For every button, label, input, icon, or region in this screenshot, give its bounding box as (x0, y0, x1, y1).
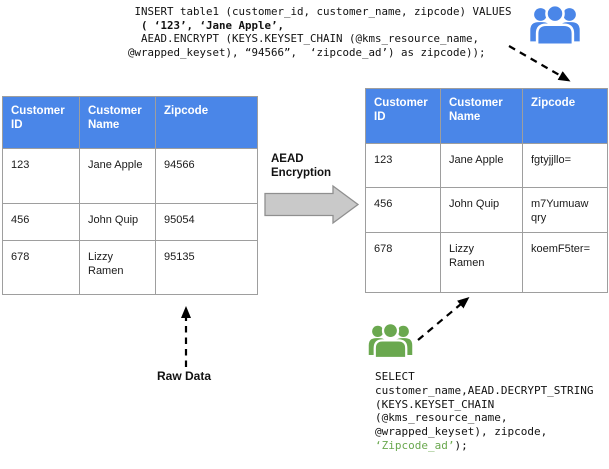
table-header-row: Customer ID Customer Name Zipcode (2, 96, 258, 149)
header-zipcode: Zipcode (155, 96, 258, 149)
table-row: 678 Lizzy Ramen koemF5ter= (365, 232, 608, 293)
select-query-code: SELECT customer_name,AEAD.DECRYPT_STRING… (375, 370, 594, 453)
encryption-block-arrow (264, 184, 360, 225)
table-cell: 95135 (155, 240, 258, 295)
select-query-line: SELECT (375, 370, 415, 383)
table-cell: m7Yumuawqry (522, 187, 608, 233)
encrypted-zipcode-value: m7Yumuawqry (531, 198, 589, 224)
table-row: 456 John Quip m7Yumuawqry (365, 187, 608, 233)
table-cell: 456 (365, 187, 441, 233)
insert-query-line: AEAD.ENCRYPT (KEYS.KEYSET_CHAIN (@kms_re… (128, 32, 480, 46)
select-query-line-ad: ‘Zipcode_ad’); (375, 439, 594, 453)
raw-data-label: Raw Data (156, 369, 212, 383)
table-cell: 678 (2, 240, 80, 295)
table-cell: 123 (365, 143, 441, 188)
header-zipcode: Zipcode (522, 88, 608, 144)
encrypted-data-table: Customer ID Customer Name Zipcode 123 Ja… (365, 88, 608, 293)
header-customer-id: Customer ID (2, 96, 80, 149)
table-row: 456 John Quip 95054 (2, 203, 258, 241)
table-row: 123 Jane Apple fgtyjjllo= (365, 143, 608, 188)
insert-query-line: @wrapped_keyset), “94566”, ‘zipcode_ad’)… (128, 45, 486, 59)
table-cell: Lizzy Ramen (440, 232, 523, 293)
aead-encryption-label: AEAD Encryption (271, 153, 332, 179)
query-terminator: ); (454, 438, 468, 452)
raw-data-table: Customer ID Customer Name Zipcode 123 Ja… (2, 96, 258, 295)
table-cell: 95054 (155, 203, 258, 241)
select-query-line: @wrapped_keyset), zipcode, (375, 425, 548, 439)
additional-data-arg: ‘Zipcode_ad’ (375, 438, 455, 452)
insert-query-line: INSERT table1 (customer_id, customer_nam… (128, 5, 512, 18)
select-query-line: (KEYS.KEYSET_CHAIN (375, 397, 495, 411)
table-header-row: Customer ID Customer Name Zipcode (365, 88, 608, 144)
table-row: 678 Lizzy Ramen 95135 (2, 240, 258, 295)
table-cell: koemF5ter= (522, 232, 608, 293)
insert-actor-icon (529, 3, 581, 54)
table-cell: Lizzy Ramen (79, 240, 156, 295)
table-cell: 456 (2, 203, 80, 241)
table-cell: 94566 (155, 148, 258, 204)
table-cell: Jane Apple (440, 143, 523, 188)
insert-query-line-values: ( ‘123’, ‘Jane Apple’, (128, 18, 285, 32)
users-group-icon (530, 3, 580, 47)
insert-query-code: INSERT table1 (customer_id, customer_nam… (128, 5, 512, 59)
users-group-icon (368, 322, 413, 360)
table-cell: John Quip (79, 203, 156, 241)
table-cell: Jane Apple (79, 148, 156, 204)
select-query-line: (@kms_resource_name, (375, 411, 508, 425)
table-cell: fgtyjjllo= (522, 143, 608, 188)
table-cell: 123 (2, 148, 80, 204)
header-customer-name: Customer Name (79, 96, 156, 149)
table-cell: John Quip (440, 187, 523, 233)
header-customer-name: Customer Name (440, 88, 523, 144)
table-cell: 678 (365, 232, 441, 293)
select-query-line: customer_name,AEAD.DECRYPT_STRING (375, 383, 594, 397)
table-row: 123 Jane Apple 94566 (2, 148, 258, 204)
select-dashed-arrow (417, 296, 470, 341)
select-actor-icon (368, 321, 413, 367)
header-customer-id: Customer ID (365, 88, 441, 144)
